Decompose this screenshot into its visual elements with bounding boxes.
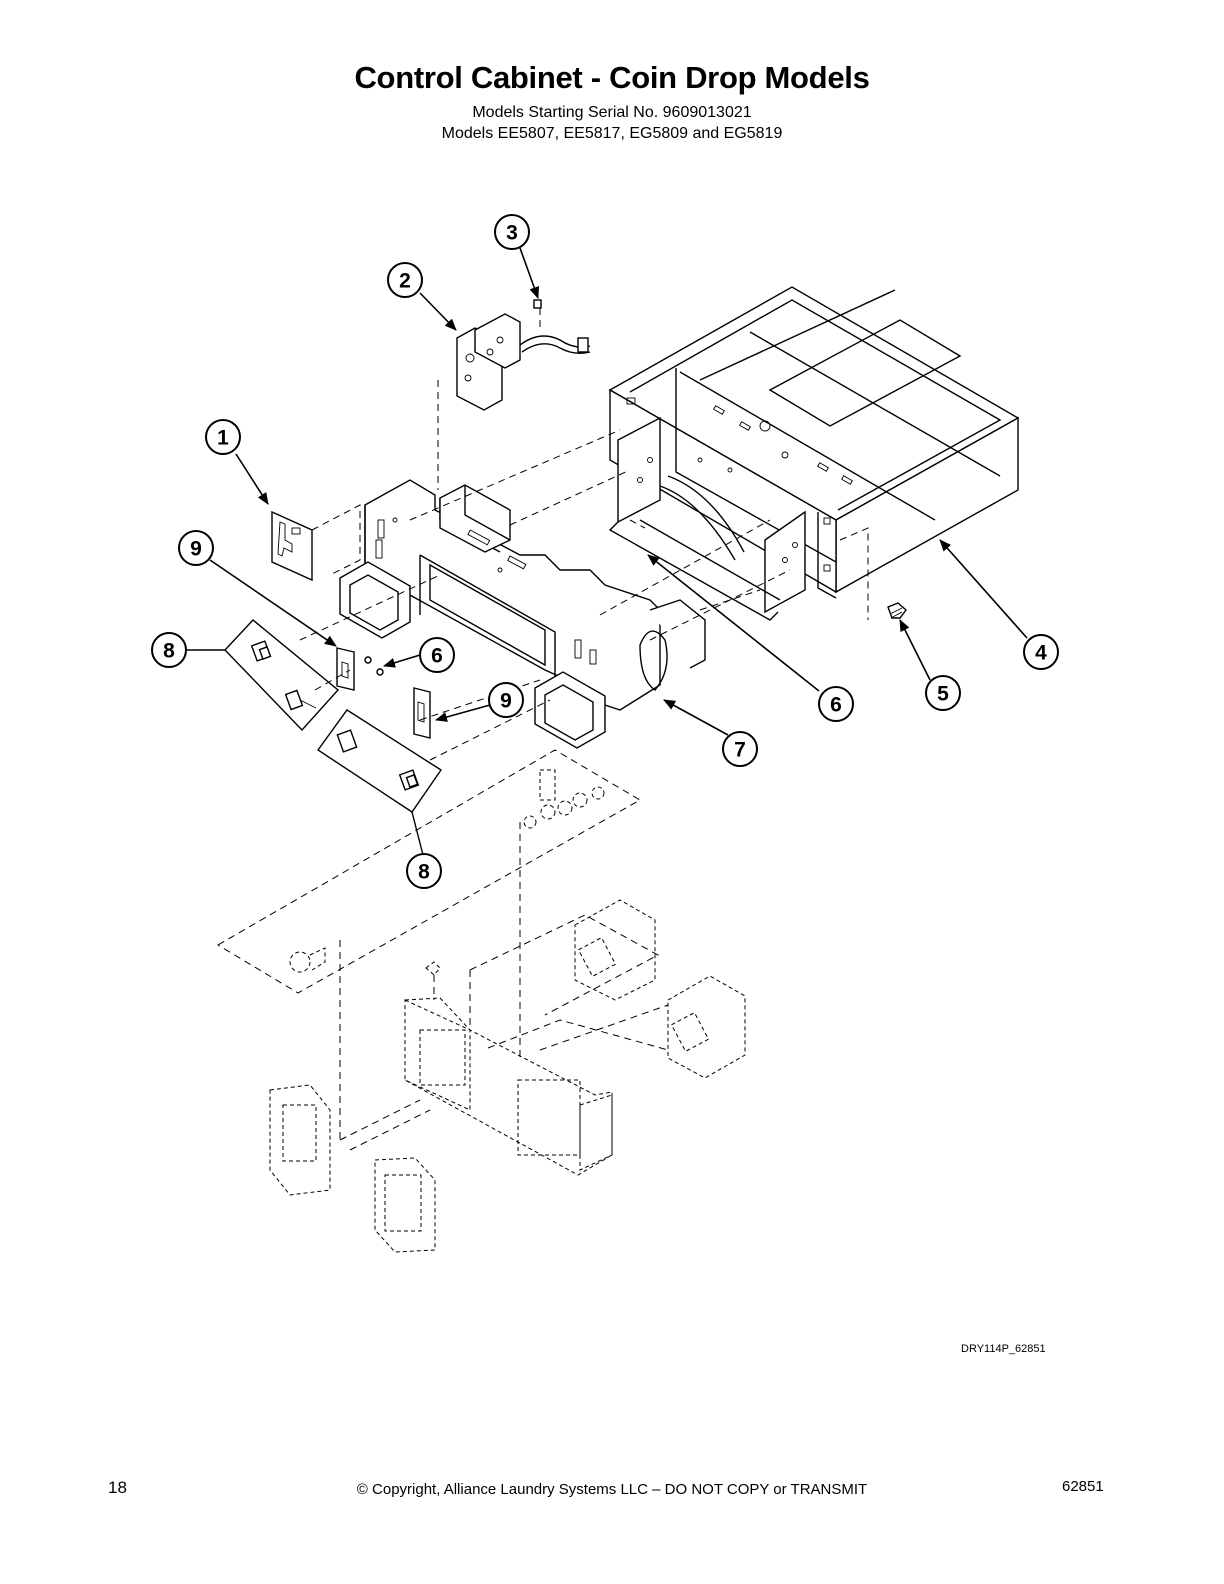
assembly-lines [299,308,869,761]
svg-text:8: 8 [418,861,430,884]
svg-text:9: 9 [190,538,202,561]
svg-text:6: 6 [431,645,443,668]
svg-text:1: 1 [217,427,229,450]
svg-text:6: 6 [830,694,842,717]
serial-subtitle: Models Starting Serial No. 9609013021 [472,104,752,121]
callout-6-right: 6 [818,686,854,722]
callout-2: 2 [387,262,423,298]
callout-9-lower: 9 [488,682,524,718]
models-subtitle: Models EE5807, EE5817, EG5809 and EG5819 [441,125,783,142]
svg-text:2: 2 [399,270,411,293]
page-number: 18 [108,1478,127,1497]
callout-4: 4 [1023,634,1059,670]
callout-7: 7 [722,731,758,767]
callout-8-left: 8 [151,632,187,668]
page-title: Control Cabinet - Coin Drop Models [354,60,870,95]
switch-group-lower [317,709,442,856]
leader-lines [209,247,1028,736]
svg-text:7: 7 [734,739,746,762]
callout-5: 5 [925,675,961,711]
callout-1: 1 [205,419,241,455]
mounting-plate-upper [336,647,384,691]
cabinet-box-part [608,286,1020,621]
svg-text:5: 5 [937,683,949,706]
mounting-plate-lower [413,687,431,739]
screw-part [887,602,907,619]
coin-drop-assembly-part [456,299,591,411]
document-number: 62851 [1062,1478,1104,1495]
switch-group-upper [186,619,340,732]
svg-text:4: 4 [1035,642,1047,665]
svg-text:8: 8 [163,640,175,663]
callout-6-upper: 6 [419,637,455,673]
phantom-lower-assembly [217,749,746,1253]
svg-text:9: 9 [500,690,512,713]
drawing-code: DRY114P_62851 [961,1343,1046,1355]
svg-text:3: 3 [506,222,518,245]
panel-bracket-part [339,479,706,749]
plate-bracket-part [271,510,313,582]
callout-8-lower: 8 [406,853,442,889]
callout-9-upper: 9 [178,530,214,566]
copyright-notice: © Copyright, Alliance Laundry Systems LL… [356,1481,868,1498]
callout-3: 3 [494,214,530,250]
